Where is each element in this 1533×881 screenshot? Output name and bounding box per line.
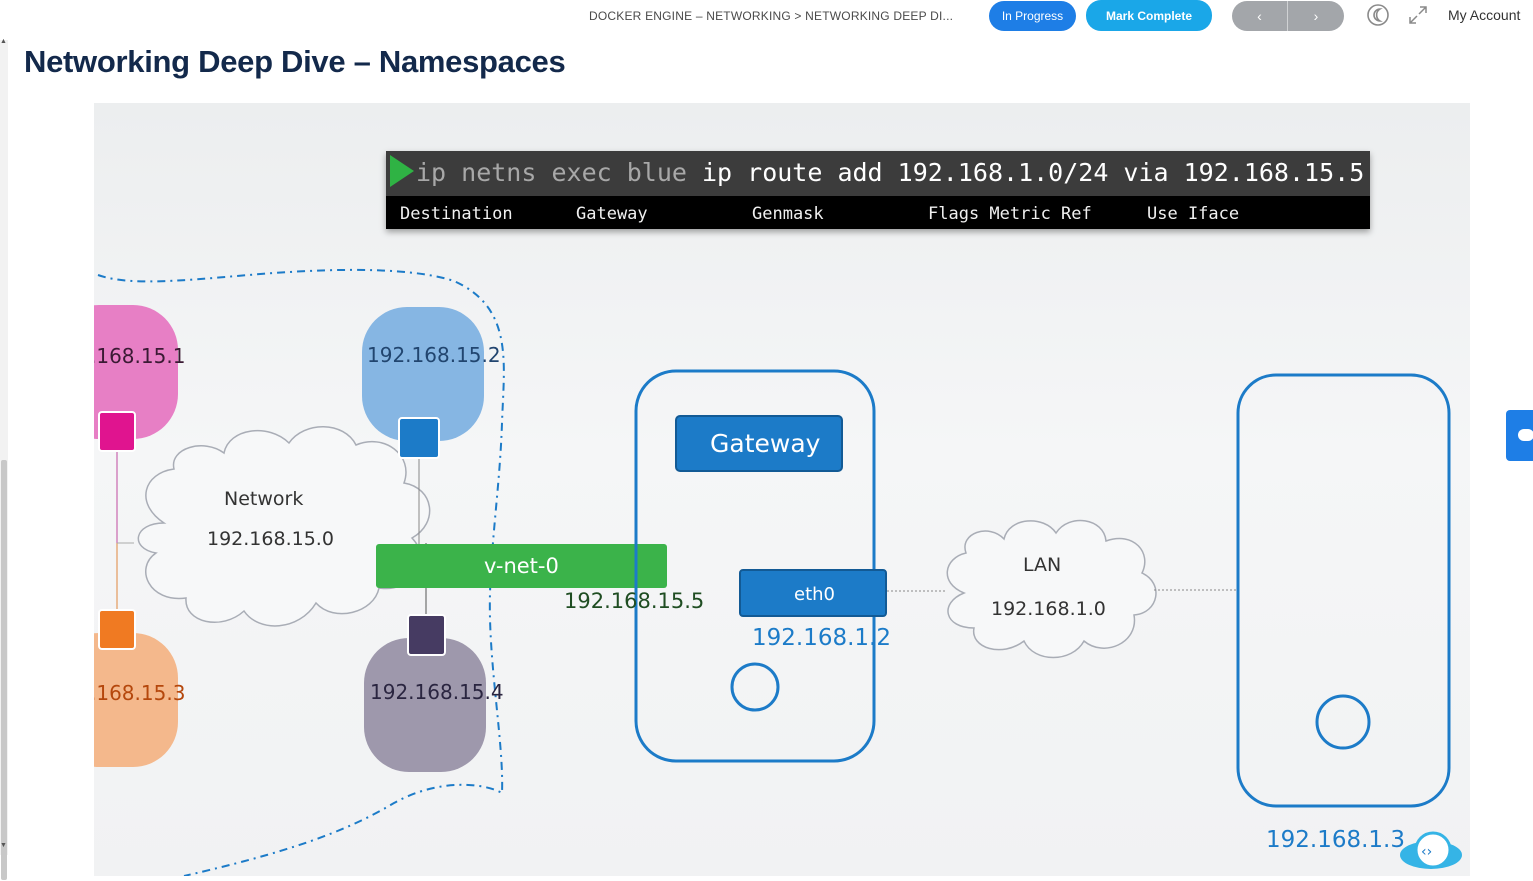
mark-complete-button[interactable]: Mark Complete [1086, 0, 1212, 31]
expand-icon[interactable] [1407, 4, 1429, 26]
lan-ip-label: 192.168.1.0 [991, 598, 1106, 620]
column-destination: Destination [400, 204, 513, 224]
terminal-command-row: ip netns exec blue ip route add 192.168.… [386, 151, 1370, 196]
eth0-interface [739, 569, 887, 617]
terminal-command: ip netns exec blue ip route add 192.168.… [416, 158, 1364, 187]
previous-lesson-button[interactable]: ‹ [1232, 1, 1288, 31]
play-icon [390, 155, 414, 187]
lan-host-circle [1315, 694, 1371, 750]
moon-icon[interactable] [1366, 3, 1390, 27]
route-table-header: Destination Gateway Genmask Flags Metric… [386, 196, 1370, 229]
lesson-nav: ‹ › [1232, 1, 1344, 31]
column-use-iface: Use Iface [1147, 204, 1240, 224]
network-ip-label: 192.168.15.0 [207, 528, 334, 550]
column-flags-metric-ref: Flags Metric Ref [928, 204, 1092, 224]
network-cloud [137, 426, 431, 627]
scrollbar-thumb[interactable] [1, 460, 7, 880]
bridge-ip-label: 192.168.15.5 [564, 589, 704, 613]
gateway-host-circle [730, 662, 780, 712]
page-title: Networking Deep Dive – Namespaces [24, 44, 566, 79]
port-ns3 [98, 609, 136, 650]
terminal-window: ip netns exec blue ip route add 192.168.… [386, 151, 1370, 229]
network-label: Network [224, 488, 303, 510]
scroll-down-arrow-icon[interactable]: ▼ [0, 842, 7, 849]
gateway-box [675, 415, 843, 472]
eth0-ip-label: 192.168.1.2 [752, 625, 891, 651]
lan-cloud [946, 519, 1157, 659]
gateway-host [634, 369, 876, 763]
terminal-command-body: ip route add 192.168.1.0/24 via 192.168.… [686, 158, 1365, 187]
scrollbar[interactable] [0, 40, 8, 880]
scroll-up-arrow-icon[interactable]: ▲ [0, 38, 7, 45]
port-ns1 [98, 411, 136, 452]
my-account-link[interactable]: My Account [1448, 7, 1521, 23]
in-progress-button[interactable]: In Progress [989, 1, 1076, 31]
eth0-label: eth0 [794, 584, 835, 605]
breadcrumb[interactable]: DOCKER ENGINE – NETWORKING > NETWORKING … [589, 9, 954, 23]
video-frame[interactable]: ip netns exec blue ip route add 192.168.… [94, 103, 1470, 876]
port-ns2 [398, 417, 440, 459]
lan-label: LAN [1023, 554, 1061, 576]
chat-widget-button[interactable] [1506, 410, 1533, 461]
chat-icon [1518, 429, 1533, 441]
bridge-label: v-net-0 [484, 554, 559, 578]
namespace-orange [94, 633, 178, 767]
bridge-v-net-0 [376, 544, 667, 588]
ns4-ip-label: 192.168.15.4 [370, 680, 504, 704]
top-bar: DOCKER ENGINE – NETWORKING > NETWORKING … [0, 0, 1533, 32]
lan-host [1236, 373, 1451, 808]
lan-host-ip-label: 192.168.1.3 [1266, 827, 1405, 853]
namespace-blue [362, 307, 484, 441]
namespace-pink [94, 305, 178, 439]
column-gateway: Gateway [576, 204, 648, 224]
network-diagram: .168.15.1 192.168.15.2 .168.15.3 192.168… [94, 268, 1462, 876]
gateway-label: Gateway [710, 429, 821, 458]
terminal-command-prefix: ip netns exec blue [416, 158, 687, 187]
ns2-ip-label: 192.168.15.2 [367, 343, 501, 367]
video-logo: ‹› [1400, 831, 1462, 869]
column-genmask: Genmask [752, 204, 824, 224]
ns3-ip-label: .168.15.3 [94, 681, 185, 705]
code-icon: ‹› [1421, 844, 1432, 860]
port-ns4 [407, 614, 446, 656]
next-lesson-button[interactable]: › [1313, 8, 1319, 24]
namespace-purple [364, 638, 486, 772]
ns1-ip-label: .168.15.1 [94, 344, 185, 368]
